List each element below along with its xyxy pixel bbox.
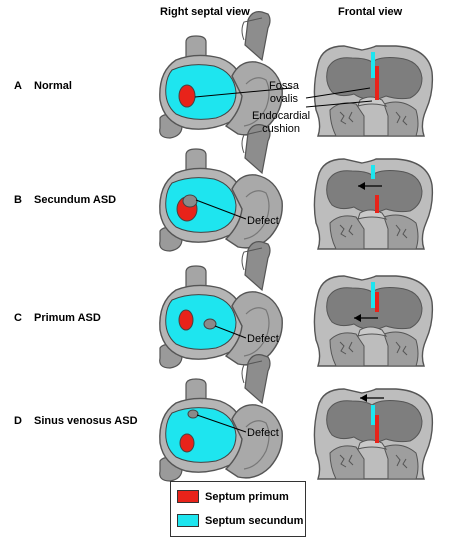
row-title: Sinus venosus ASD	[34, 415, 138, 427]
row-letter: A	[14, 80, 22, 92]
septum-primum-shape	[178, 84, 196, 108]
legend-item-septum-primum: Septum primum	[177, 490, 289, 503]
legend: Septum primum Septum secundum	[170, 481, 306, 537]
row-a-frontal-view	[313, 45, 434, 137]
row-c-septal-view	[159, 240, 283, 369]
row-label-normal: A Normal	[14, 80, 72, 92]
row-title: Primum ASD	[34, 312, 101, 324]
row-label-primum: C Primum ASD	[14, 312, 101, 324]
defect-label-primum: Defect	[247, 333, 279, 345]
row-label-sinus-venosus: D Sinus venosus ASD	[14, 415, 138, 427]
legend-label: Septum primum	[205, 490, 289, 503]
row-a-septal-view	[159, 10, 283, 139]
row-letter: B	[14, 194, 22, 206]
septum-secundum-swatch	[177, 514, 199, 527]
row-title: Secundum ASD	[34, 194, 117, 206]
legend-item-septum-secundum: Septum secundum	[177, 514, 303, 527]
column-title-frontal: Frontal view	[338, 6, 403, 18]
legend-label: Septum secundum	[205, 514, 304, 527]
defect-label-sinus-venosus: Defect	[247, 427, 279, 439]
defect-label-secundum: Defect	[247, 215, 279, 227]
column-title-septal: Right septal view	[160, 6, 250, 18]
row-letter: C	[14, 312, 22, 324]
row-b-frontal-view	[313, 158, 434, 250]
septum-primum-swatch	[177, 490, 199, 503]
row-d-septal-view	[159, 353, 283, 482]
row-title: Normal	[34, 80, 72, 92]
row-label-secundum: B Secundum ASD	[14, 194, 116, 206]
row-b-septal-view	[159, 123, 283, 252]
fossa-ovalis-label: Fossa ovalis	[269, 80, 299, 105]
row-d-frontal-view	[313, 388, 434, 480]
row-c-frontal-view	[313, 275, 434, 367]
row-letter: D	[14, 415, 22, 427]
endocardial-cushion-label: Endocardial cushion	[252, 110, 311, 135]
